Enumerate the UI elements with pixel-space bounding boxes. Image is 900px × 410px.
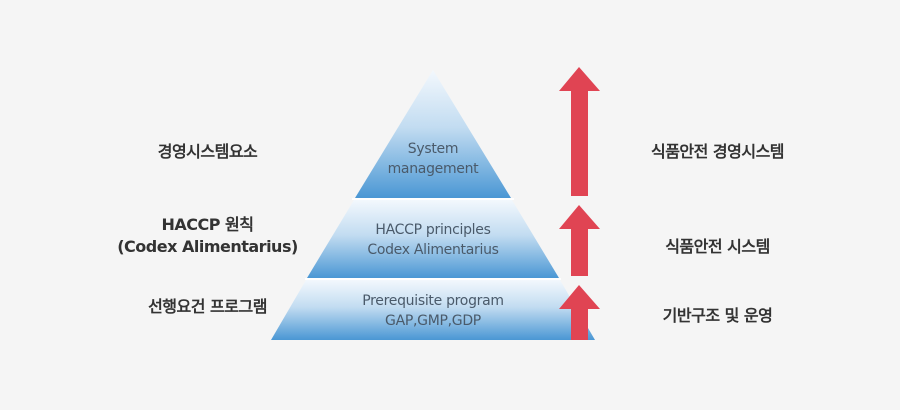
level-line: HACCP principles — [375, 222, 491, 238]
left-label-management-elements: 경영시스템요소 — [157, 142, 258, 161]
arrow-up-icon — [559, 285, 600, 340]
level-line: management — [387, 161, 479, 177]
right-label-infrastructure: 기반구조 및 운영 — [662, 306, 773, 325]
level-prerequisite-program: Prerequisite program GAP,GMP,GDP — [300, 291, 566, 331]
pyramid-tier-bottom — [271, 280, 595, 340]
right-label-food-safety-system: 식품안전 시스템 — [665, 237, 770, 256]
level-line: System — [407, 141, 459, 157]
left-label-haccp-principles: HACCP 원칙 (Codex Alimentarius) — [100, 214, 315, 258]
right-label-food-safety-management: 식품안전 경영시스템 — [650, 142, 785, 161]
pyramid-tier-middle — [307, 200, 559, 278]
level-line: GAP,GMP,GDP — [385, 313, 481, 329]
level-line: Codex Alimentarius — [367, 242, 499, 258]
arrow-up-icon — [559, 205, 600, 276]
arrow-up-icon — [559, 67, 600, 196]
level-haccp-principles: HACCP principles Codex Alimentarius — [300, 220, 566, 260]
left-label-prerequisite: 선행요건 프로그램 — [148, 297, 267, 316]
level-line: Prerequisite program — [362, 293, 504, 309]
left-label-line: HACCP 원칙 — [161, 215, 255, 234]
level-system-management: System management — [300, 139, 566, 179]
left-label-line: (Codex Alimentarius) — [117, 237, 298, 256]
pyramid-tier-top — [355, 70, 511, 198]
